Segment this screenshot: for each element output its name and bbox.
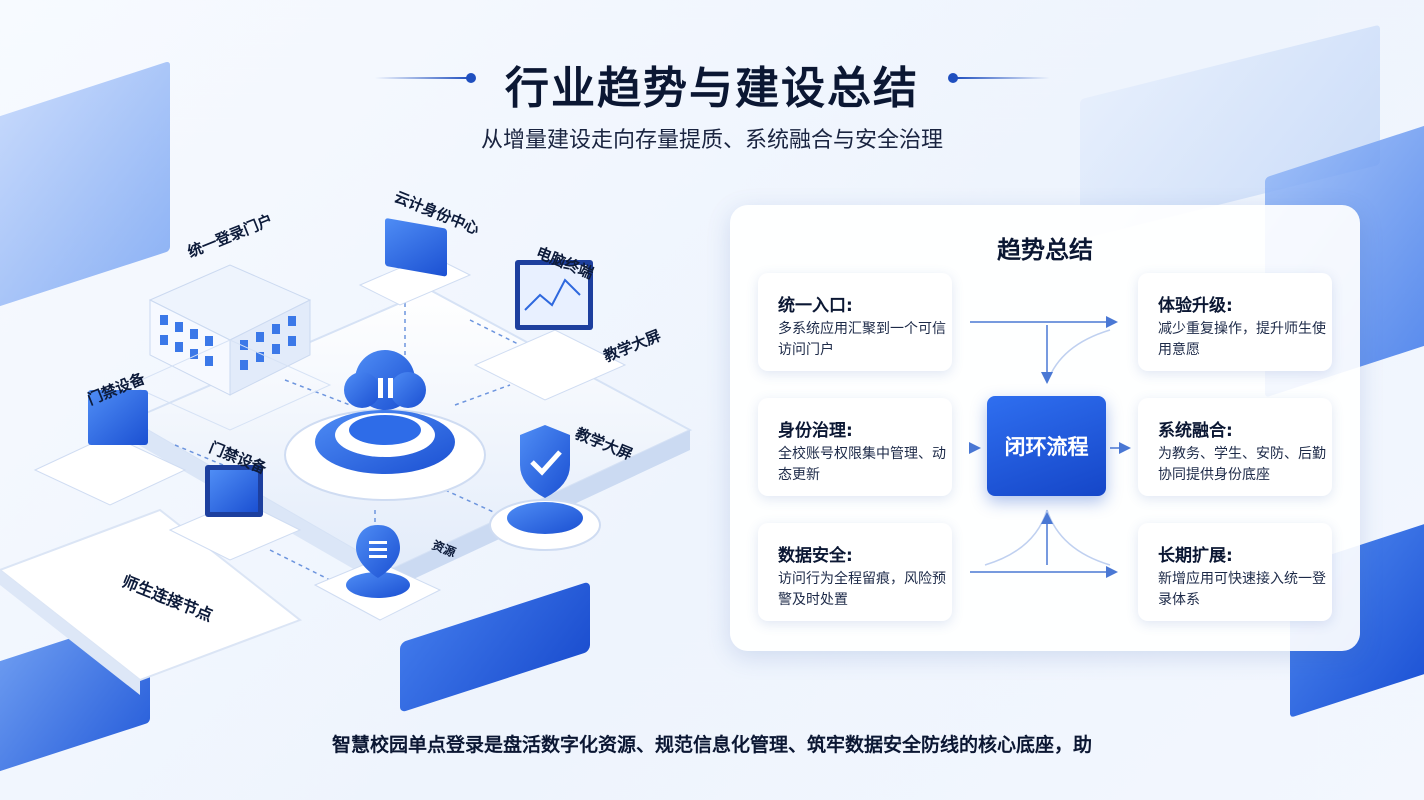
card-title: 数据安全: [778,546,853,566]
card-experience-upgrade: 体验升级: 减少重复操作，提升师生使用意愿 [1138,273,1332,371]
card-title: 统一入口: [778,296,853,316]
shield-icon [489,425,601,551]
card-desc: 新增应用可快速接入统一登录体系 [1158,571,1326,608]
footer-text: 智慧校园单点登录是盘活数字化资源、规范信息化管理、筑牢数据安全防线的核心底座，助 [331,734,1092,756]
card-long-term-expansion: 长期扩展: 新增应用可快速接入统一登录体系 [1138,523,1332,621]
card-identity-governance: 身份治理: 全校账号权限集中管理、动态更新 [758,398,952,496]
card-desc: 多系统应用汇聚到一个可信访问门户 [778,321,946,358]
cloud-identity-icon [284,350,486,501]
access-device-icon [33,390,187,506]
card-title: 长期扩展: [1158,546,1233,566]
isometric-illustration [0,218,693,695]
summary-title: 趋势总结 [997,236,1093,264]
card-title: 体验升级: [1158,296,1233,316]
title-line-left [375,77,470,79]
monitor-icon [358,218,472,306]
access-device-icon [168,465,302,561]
flow-arrows [969,316,1131,578]
card-unified-entry: 统一入口: 多系统应用汇聚到一个可信访问门户 [758,273,952,371]
card-desc: 为教务、学生、安防、后勤协同提供身份底座 [1158,446,1326,483]
pc-terminal-icon [473,260,627,401]
page-title: 行业趋势与建设总结 [505,63,919,114]
card-data-security: 数据安全: 访问行为全程留痕，风险预警及时处置 [758,523,952,621]
title-dot-right [948,73,958,83]
location-pin-icon [313,525,442,621]
building-icon [128,264,332,431]
card-title: 系统融合: [1158,421,1233,441]
card-desc: 访问行为全程留痕，风险预警及时处置 [778,571,946,608]
title-line-right [955,77,1050,79]
closed-loop-center: 闭环流程 [987,396,1106,496]
title-dot-left [466,73,476,83]
card-system-integration: 系统融合: 为教务、学生、安防、后勤协同提供身份底座 [1138,398,1332,496]
page-subtitle: 从增量建设走向存量提质、系统融合与安全治理 [480,128,943,153]
card-desc: 全校账号权限集中管理、动态更新 [778,446,946,483]
card-title: 身份治理: [778,421,853,441]
card-desc: 减少重复操作，提升师生使用意愿 [1158,321,1326,358]
